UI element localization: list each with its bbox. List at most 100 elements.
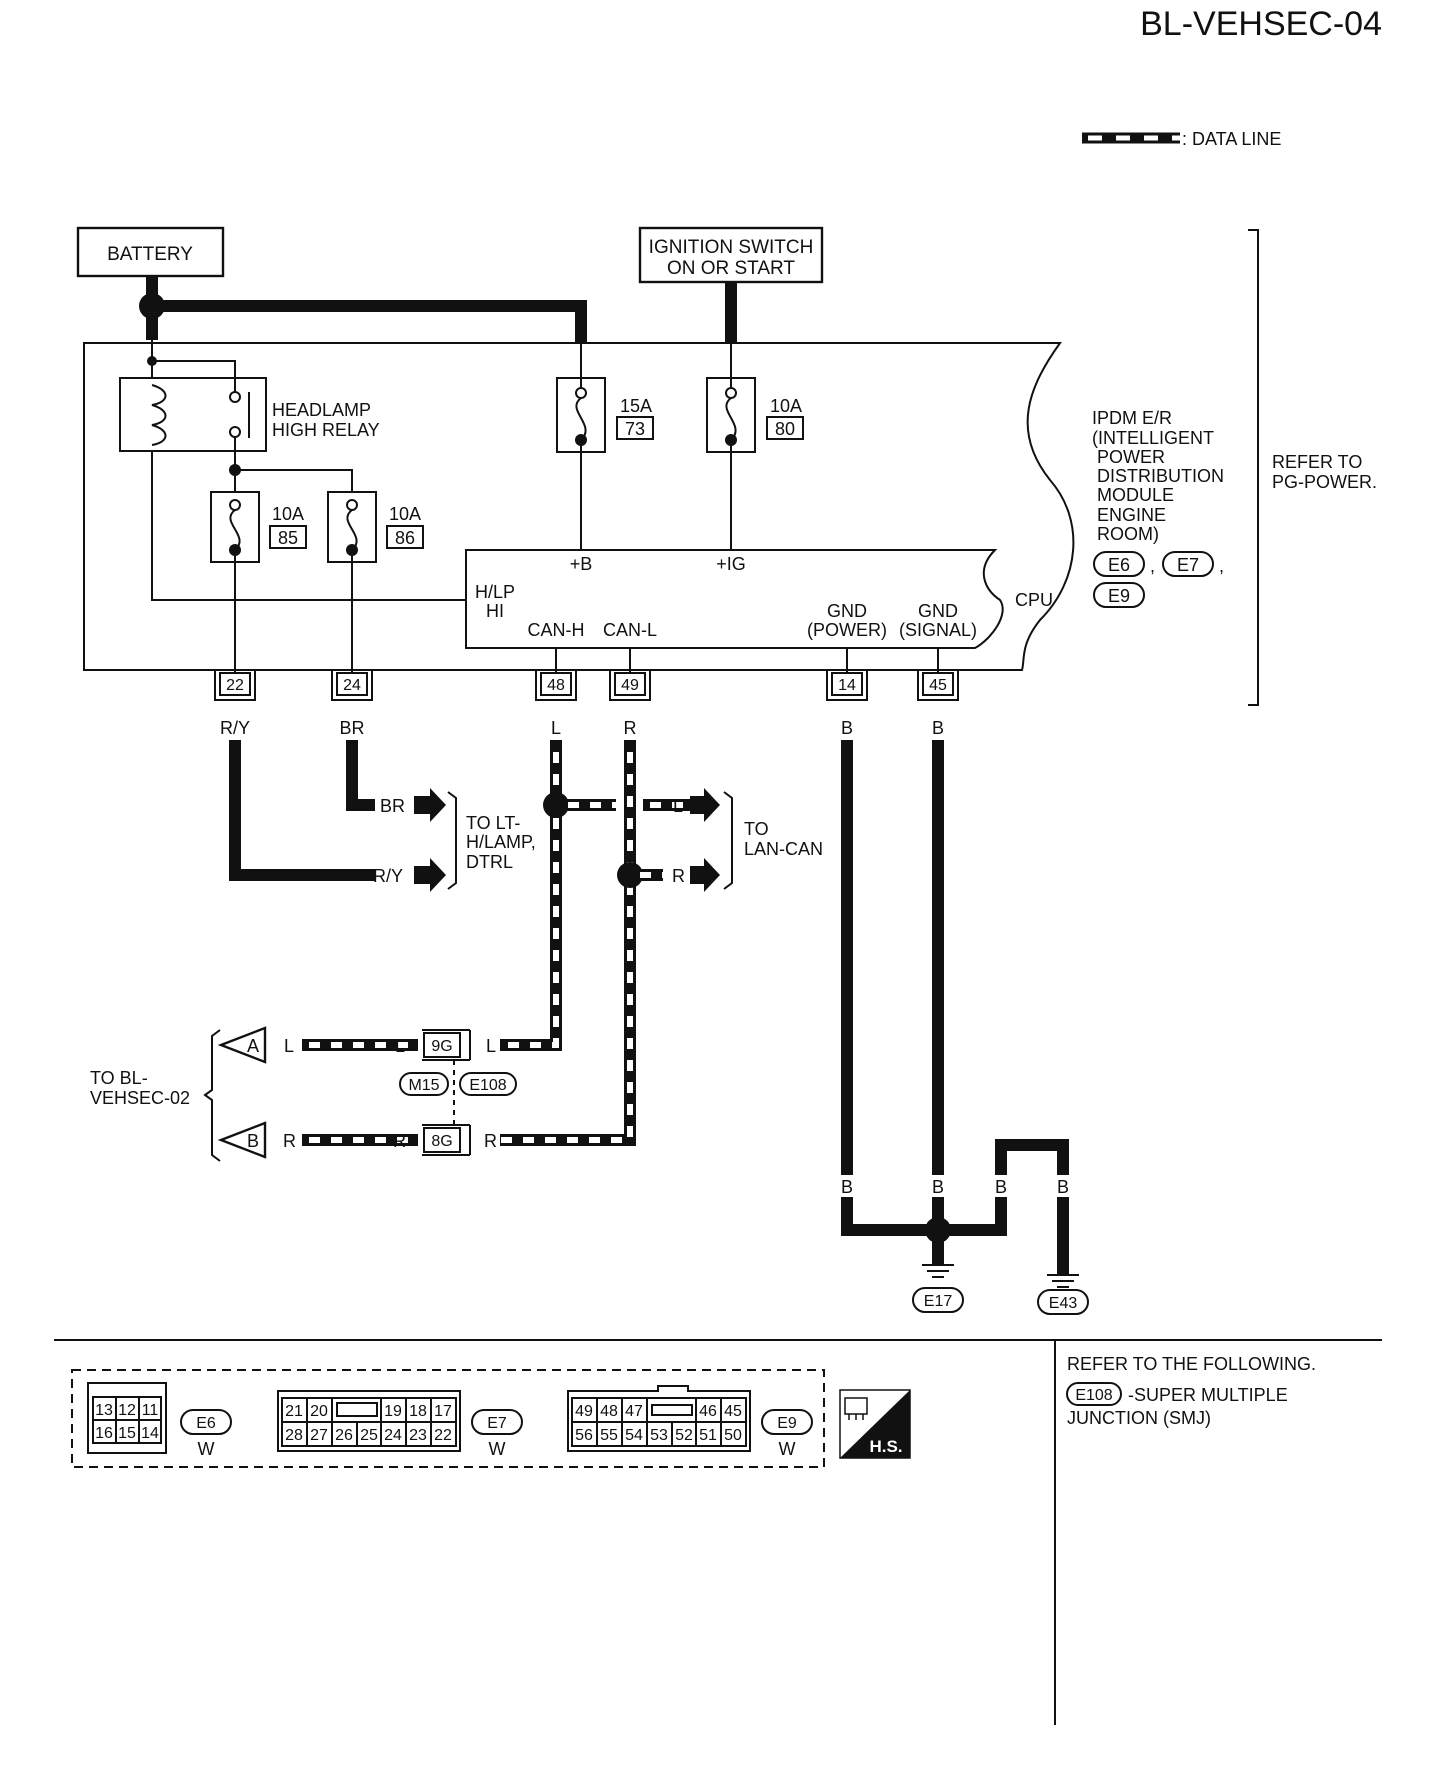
svg-text:W: W	[489, 1439, 506, 1459]
svg-text:M15: M15	[408, 1077, 439, 1094]
ipdm-connector-e6: E6	[1093, 551, 1145, 577]
refer-following-e108: E108	[1066, 1382, 1122, 1406]
refer-bracket	[1248, 229, 1259, 706]
svg-text:49: 49	[621, 677, 639, 694]
svg-text:17: 17	[434, 1403, 452, 1420]
lan-r-arrow-icon	[690, 858, 720, 892]
cpu-gnd-power-2: (POWER)	[807, 620, 887, 640]
svg-text:24: 24	[384, 1427, 402, 1444]
svg-text:11: 11	[142, 1402, 159, 1419]
refer-pg-1: REFER TO	[1272, 452, 1362, 472]
ipdm-connector-e9: E9	[1093, 582, 1145, 608]
connector-b-arrow-icon: B	[217, 1121, 267, 1159]
junction-8g: 8G	[422, 1124, 471, 1156]
ground-splice	[925, 1217, 951, 1243]
svg-text:26: 26	[335, 1427, 353, 1444]
svg-text:,: ,	[1150, 556, 1155, 576]
svg-text:A: A	[247, 1036, 259, 1056]
fuse-80: 10A 80	[706, 343, 804, 550]
connector-view-e9: 49 48 47 46 45 56 55 54 53 52 51 50 E9 W	[567, 1385, 813, 1459]
fuse-85-number: 85	[278, 528, 298, 548]
pin-22: 22 R/Y	[214, 670, 256, 738]
svg-text:E17: E17	[924, 1293, 953, 1310]
to-lt-bracket	[447, 791, 457, 890]
svg-text:W: W	[779, 1439, 796, 1459]
connector-view-e6: 13 12 11 16 15 14 E6 W	[87, 1382, 232, 1459]
svg-text:E9: E9	[1108, 586, 1130, 606]
svg-text:19: 19	[384, 1403, 402, 1420]
svg-text:TO BL-: TO BL-	[90, 1068, 148, 1088]
svg-text:9G: 9G	[431, 1038, 452, 1055]
battery-splice	[139, 293, 165, 319]
svg-text:POWER: POWER	[1097, 447, 1165, 467]
svg-text:H.S.: H.S.	[869, 1437, 902, 1456]
svg-text:56: 56	[575, 1427, 593, 1444]
relay-label-1: HEADLAMP	[272, 400, 371, 420]
svg-text:25: 25	[360, 1427, 378, 1444]
svg-text:53: 53	[650, 1427, 668, 1444]
svg-text:21: 21	[285, 1403, 303, 1420]
svg-text:W: W	[198, 1439, 215, 1459]
svg-text:DTRL: DTRL	[466, 852, 513, 872]
junction-e108: E108	[459, 1072, 517, 1096]
fuse-85-amp: 10A	[272, 504, 304, 524]
svg-text:45: 45	[929, 677, 947, 694]
cpu-can-h: CAN-H	[528, 620, 585, 640]
svg-text:55: 55	[600, 1427, 618, 1444]
cpu-gnd-signal-2: (SIGNAL)	[899, 620, 977, 640]
can-h-data-line	[500, 740, 562, 1051]
battery-label: BATTERY	[107, 244, 193, 265]
svg-text:E9: E9	[777, 1415, 797, 1432]
to-bl-bracket	[203, 1029, 221, 1162]
cpu-plus-ig: +IG	[716, 554, 746, 574]
svg-text:16: 16	[95, 1425, 113, 1442]
connector-a-arrow-icon: A	[217, 1026, 267, 1064]
to-lt-br-label: BR	[380, 796, 405, 816]
fuse-73-amp: 15A	[620, 396, 652, 416]
svg-text:L: L	[551, 718, 561, 738]
svg-text:27: 27	[310, 1427, 328, 1444]
ground-e17-icon: E17	[912, 1264, 964, 1313]
svg-text:TO: TO	[744, 819, 769, 839]
svg-text:B: B	[1057, 1177, 1069, 1197]
svg-text:23: 23	[409, 1427, 427, 1444]
lan-l-arrow-icon	[690, 788, 720, 822]
ignition-switch-label: IGNITION SWITCH	[649, 237, 814, 258]
svg-text:L: L	[486, 1036, 496, 1056]
svg-text:B: B	[995, 1177, 1007, 1197]
svg-text:18: 18	[409, 1403, 427, 1420]
connector-views-box	[71, 1369, 825, 1468]
svg-text:ROOM): ROOM)	[1097, 524, 1159, 544]
svg-text:DISTRIBUTION: DISTRIBUTION	[1097, 466, 1224, 486]
svg-text:14: 14	[838, 677, 856, 694]
to-lan-bracket	[723, 791, 733, 890]
svg-text:B: B	[841, 718, 853, 738]
svg-text:,: ,	[1219, 556, 1224, 576]
headlamp-high-relay-box	[119, 377, 267, 452]
svg-text:28: 28	[285, 1427, 303, 1444]
svg-text:R: R	[393, 1131, 406, 1151]
svg-text:MODULE: MODULE	[1097, 485, 1174, 505]
gnd-jumper-wire	[937, 1139, 1069, 1275]
svg-text:45: 45	[724, 1403, 742, 1420]
pin-49: 49 R	[609, 670, 651, 738]
svg-text:13: 13	[95, 1402, 113, 1419]
cpu-hlp-1: H/LP	[475, 582, 515, 602]
to-lt-ry-label: R/Y	[373, 866, 403, 886]
data-line-legend-text: : DATA LINE	[1182, 129, 1281, 149]
ry-wire	[229, 740, 375, 881]
svg-text:E6: E6	[196, 1415, 216, 1432]
svg-text:22: 22	[434, 1427, 452, 1444]
svg-text:B: B	[932, 718, 944, 738]
svg-text:50: 50	[724, 1427, 742, 1444]
svg-text:L: L	[395, 1036, 405, 1056]
cpu-gnd-power-1: GND	[827, 601, 867, 621]
svg-text:B: B	[932, 1177, 944, 1197]
svg-text:R: R	[283, 1131, 296, 1151]
refer-following-item-1: -SUPER MULTIPLE	[1128, 1385, 1288, 1405]
svg-text:46: 46	[699, 1403, 717, 1420]
svg-text:24: 24	[343, 677, 361, 694]
svg-text:R: R	[624, 718, 637, 738]
svg-text:TO LT-: TO LT-	[466, 813, 520, 833]
